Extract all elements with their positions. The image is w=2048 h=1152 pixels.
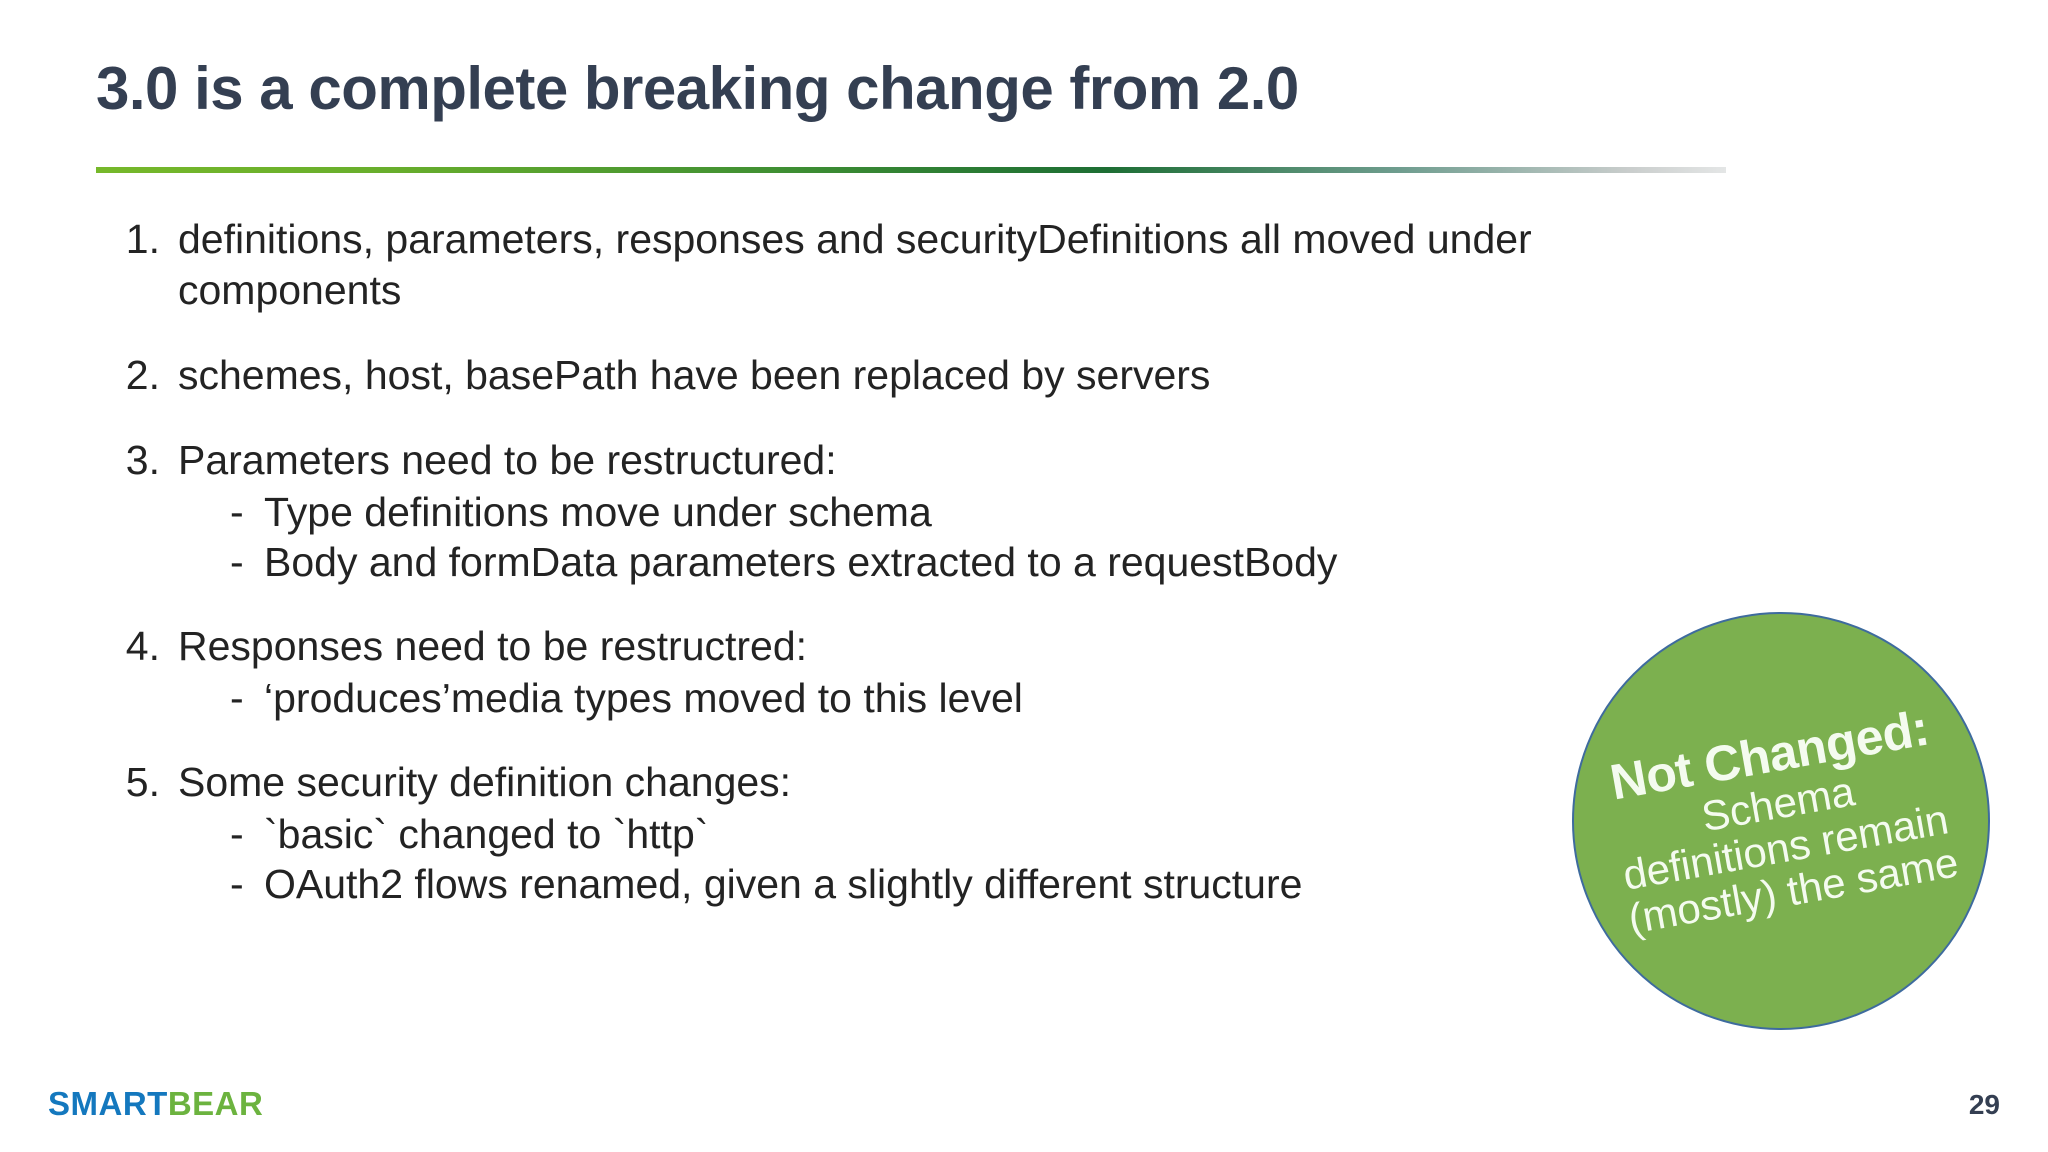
page-title: 3.0 is a complete breaking change from 2… [96,55,1299,122]
smartbear-logo: SMARTBEAR [48,1085,263,1123]
list-item-text: definitions, parameters, responses and s… [178,216,1532,313]
logo-text-smart: SMART [48,1085,168,1122]
logo-text-bear: BEAR [167,1085,264,1122]
sub-bullet-list: - ‘produces’media types moved to this le… [178,673,1704,723]
list-item: 3. Parameters need to be restructured: -… [104,435,1704,587]
list-item-number: 1. [125,216,160,262]
badge-text-block: Not Changed: Schema definitions remain (… [1593,699,1970,943]
sub-bullet-list: - `basic` changed to `http` - OAuth2 flo… [178,809,1704,909]
sub-bullet: - ‘produces’media types moved to this le… [230,673,1704,723]
list-item-text: Parameters need to be restructured: [178,437,837,483]
list-item-number: 5. [125,759,160,805]
numbered-list: 1. definitions, parameters, responses an… [104,214,1704,909]
list-item-text: schemes, host, basePath have been replac… [178,352,1211,398]
sub-bullet: - Type definitions move under schema [230,487,1704,537]
list-item-number: 4. [125,623,160,669]
sub-bullet: - OAuth2 flows renamed, given a slightly… [230,859,1704,909]
page-number: 29 [1968,1089,2000,1120]
sub-bullet-text: Type definitions move under schema [264,489,932,535]
dash-bullet-icon: - [230,861,244,907]
list-item-number: 3. [125,437,160,483]
list-item: 1. definitions, parameters, responses an… [104,214,1704,316]
dash-bullet-icon: - [230,539,244,585]
list-item-body: schemes, host, basePath have been replac… [160,350,1704,401]
sub-bullet: - `basic` changed to `http` [230,809,1704,859]
list-item-body: Parameters need to be restructured: - Ty… [160,435,1704,587]
list-item-text: Some security definition changes: [178,759,792,805]
dash-bullet-icon: - [230,811,244,857]
list-item-body: Some security definition changes: - `bas… [160,757,1704,909]
list-item-body: Responses need to be restructred: - ‘pro… [160,621,1704,723]
sub-bullet-text: OAuth2 flows renamed, given a slightly d… [264,861,1303,907]
sub-bullet-text: ‘produces’media types moved to this leve… [264,675,1023,721]
sub-bullet-text: Body and formData parameters extracted t… [264,539,1338,585]
dash-bullet-icon: - [230,489,244,535]
sub-bullet-text: `basic` changed to `http` [264,811,709,857]
list-item: 2. schemes, host, basePath have been rep… [104,350,1704,401]
list-item-body: definitions, parameters, responses and s… [160,214,1704,316]
list-item: 5. Some security definition changes: - `… [104,757,1704,909]
title-divider [96,167,1726,173]
not-changed-badge: Not Changed: Schema definitions remain (… [1572,612,1990,1030]
list-item: 4. Responses need to be restructred: - ‘… [104,621,1704,723]
sub-bullet: - Body and formData parameters extracted… [230,537,1704,587]
list-item-number: 2. [125,352,160,398]
list-item-text: Responses need to be restructred: [178,623,808,669]
sub-bullet-list: - Type definitions move under schema - B… [178,487,1704,587]
dash-bullet-icon: - [230,675,244,721]
